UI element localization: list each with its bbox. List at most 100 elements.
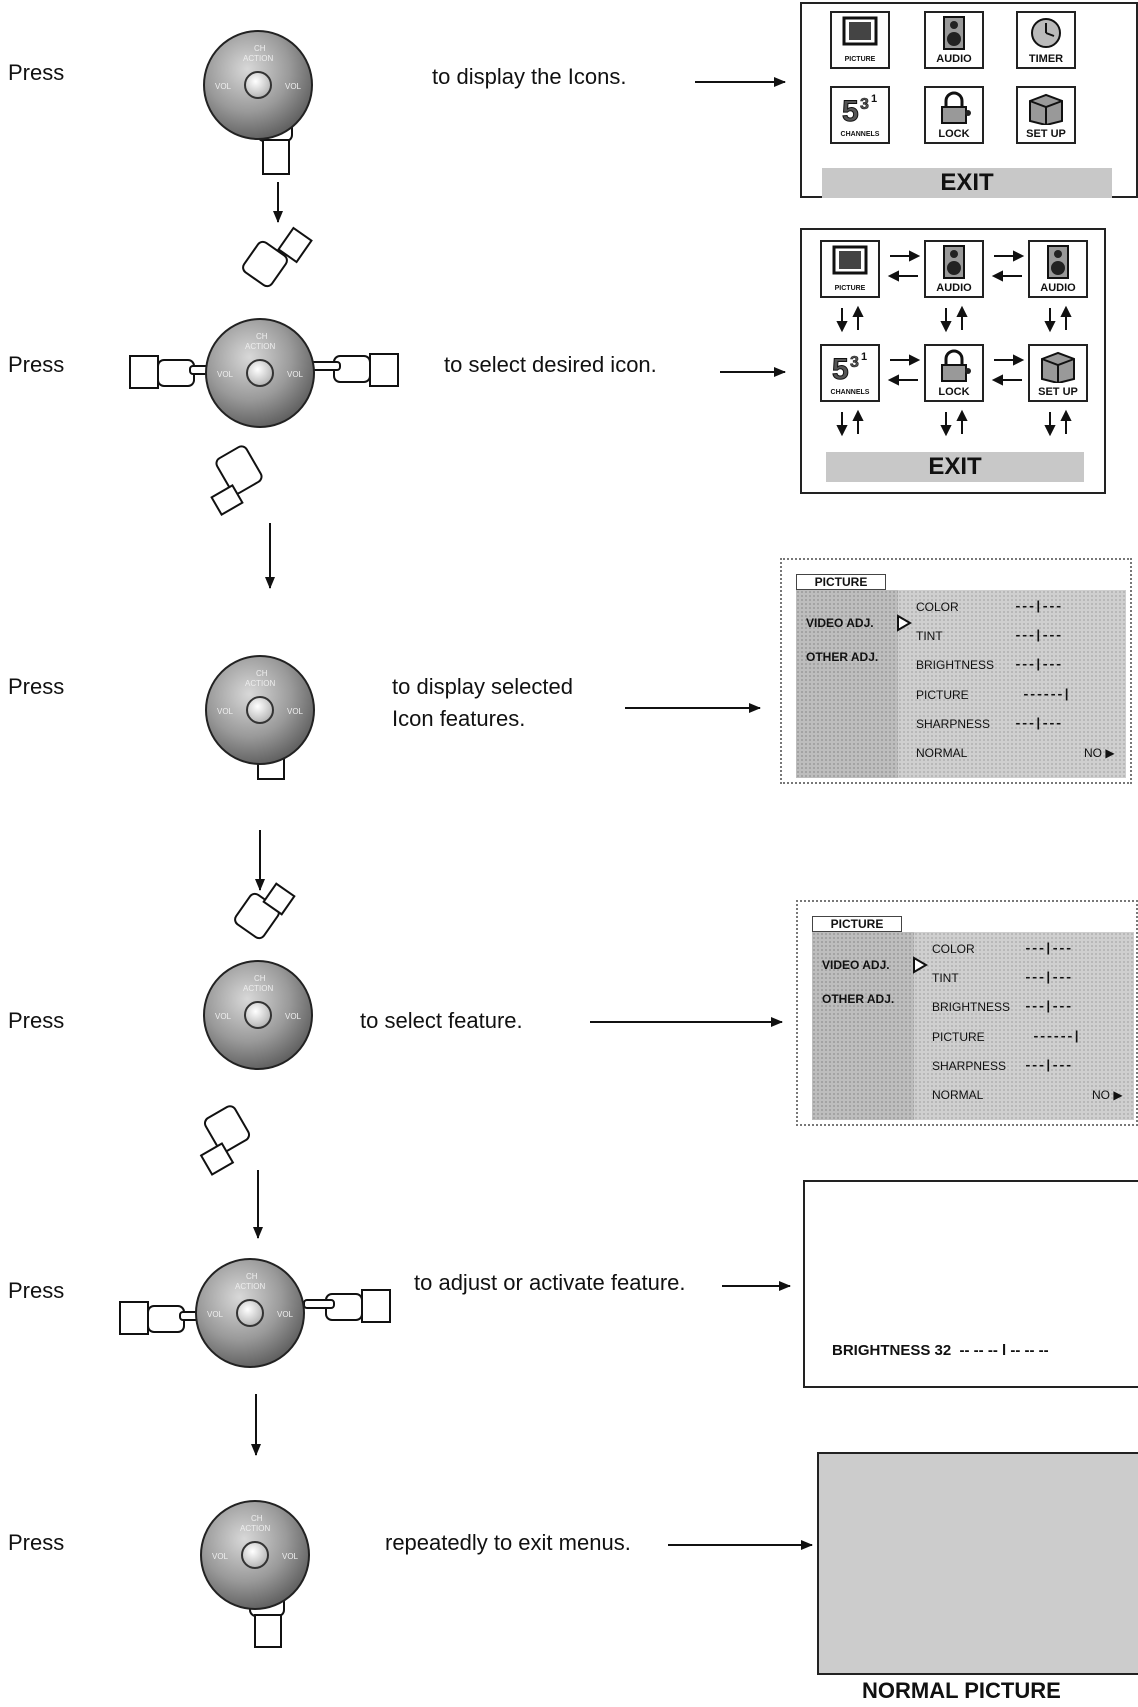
navigation-arrows-icon xyxy=(836,250,1072,437)
row-normal-label: NORMAL xyxy=(932,1088,984,1102)
row-sharpness-bar[interactable]: ---|--- xyxy=(1014,716,1063,731)
vol-left-label: VOL xyxy=(215,1012,232,1021)
row-color-bar[interactable]: ---|--- xyxy=(1024,941,1073,956)
normal-picture-caption: NORMAL PICTURE xyxy=(862,1678,1061,1703)
remote-dial-2[interactable]: CH ACTION VOL VOL xyxy=(205,318,315,428)
row-normal-label: NORMAL xyxy=(916,746,968,760)
step5-instruction: to adjust or activate feature. xyxy=(414,1270,686,1295)
hand-up-2 xyxy=(242,226,313,288)
audio-icon[interactable]: AUDIO xyxy=(924,11,984,69)
picture-tab[interactable]: PICTURE xyxy=(812,916,902,932)
remote-dial-4[interactable]: CH ACTION VOL VOL xyxy=(203,960,313,1070)
picture-menu-screen-2: PICTURE VIDEO ADJ. OTHER ADJ. COLOR ---|… xyxy=(796,900,1138,1126)
other-adj-option[interactable]: OTHER ADJ. xyxy=(822,992,895,1006)
row-tint-label: TINT xyxy=(932,971,959,985)
hand-right-5 xyxy=(303,1289,391,1323)
audio-icon[interactable]: AUDIO xyxy=(924,240,984,298)
vol-left-label: VOL xyxy=(217,370,234,379)
adjust-screen: BRIGHTNESS 32 -- -- -- l -- -- -- xyxy=(803,1180,1138,1388)
action-button[interactable] xyxy=(246,359,274,387)
row-color-bar[interactable]: ---|--- xyxy=(1014,599,1063,614)
action-button[interactable] xyxy=(244,71,272,99)
remote-dial-5[interactable]: CH ACTION VOL VOL xyxy=(195,1258,305,1368)
step2-press: Press xyxy=(8,352,65,377)
action-button[interactable] xyxy=(246,696,274,724)
svg-text:3: 3 xyxy=(860,96,869,113)
row-normal-value[interactable]: NO ▶ xyxy=(1092,1088,1123,1102)
hand-right-2 xyxy=(309,353,399,387)
step3-press: Press xyxy=(8,674,65,699)
row-normal-value[interactable]: NO ▶ xyxy=(1084,746,1115,760)
row-color-label: COLOR xyxy=(916,600,959,614)
remote-dial-6[interactable]: CH ACTION VOL VOL xyxy=(200,1500,310,1610)
vol-right-label: VOL xyxy=(285,82,302,91)
timer-icon[interactable]: TIMER xyxy=(1016,11,1076,69)
clock-icon xyxy=(1031,18,1061,48)
picture-tab[interactable]: PICTURE xyxy=(796,574,886,590)
channels-icon-label: CHANNELS xyxy=(840,131,880,138)
row-sharpness-label: SHARPNESS xyxy=(932,1059,1007,1073)
action-label: ACTION xyxy=(245,342,276,351)
action-button[interactable] xyxy=(244,1001,272,1029)
timer-icon-label: TIMER xyxy=(1028,53,1064,65)
remote-dial-1[interactable]: CH ACTION VOL VOL xyxy=(203,30,313,140)
video-adj-option[interactable]: VIDEO ADJ. xyxy=(806,616,874,630)
lock-icon[interactable]: LOCK xyxy=(924,86,984,144)
setup-icon[interactable]: SET UP xyxy=(1016,86,1076,144)
ch-label: CH xyxy=(251,1514,263,1523)
picture-icon[interactable]: PICTURE xyxy=(830,11,890,69)
svg-text:5: 5 xyxy=(842,95,859,125)
vol-left-label: VOL xyxy=(215,82,232,91)
lock-icon[interactable]: LOCK xyxy=(924,344,984,402)
svg-text:5: 5 xyxy=(832,353,849,383)
remote-dial-3[interactable]: CH ACTION VOL VOL xyxy=(205,655,315,765)
audio-icon-2[interactable]: AUDIO xyxy=(1028,240,1088,298)
setup-icon[interactable]: SET UP xyxy=(1028,344,1088,402)
padlock-icon xyxy=(941,349,971,382)
picture-icon[interactable]: PICTURE xyxy=(820,240,880,298)
svg-text:1: 1 xyxy=(861,351,867,363)
step3-instruction-line2: Icon features. xyxy=(392,706,526,731)
vol-right-label: VOL xyxy=(287,707,304,716)
tv-icon xyxy=(842,16,878,46)
selector-triangle-icon xyxy=(913,956,928,974)
step5-press: Press xyxy=(8,1278,65,1303)
lock-icon-label: LOCK xyxy=(938,386,970,398)
selector-triangle-icon xyxy=(897,614,912,632)
other-adj-option[interactable]: OTHER ADJ. xyxy=(806,650,879,664)
exit-bar[interactable]: EXIT xyxy=(826,452,1084,482)
menu-left-panel xyxy=(812,932,914,1120)
step6-instruction: repeatedly to exit menus. xyxy=(385,1530,631,1555)
svg-text:3: 3 xyxy=(850,354,859,371)
audio-icon-label: AUDIO xyxy=(936,53,972,65)
exit-bar[interactable]: EXIT xyxy=(822,168,1112,198)
row-picture-bar[interactable]: ------| xyxy=(1032,1029,1081,1044)
row-brightness-bar[interactable]: ---|--- xyxy=(1024,999,1073,1014)
menu-left-panel xyxy=(796,590,898,778)
row-picture-bar[interactable]: ------| xyxy=(1022,687,1071,702)
tv-icon xyxy=(832,245,868,275)
brightness-readout: BRIGHTNESS 32 -- -- -- l -- -- -- xyxy=(832,1342,1049,1359)
step4-press: Press xyxy=(8,1008,65,1033)
action-button[interactable] xyxy=(241,1541,269,1569)
menu-right-panel xyxy=(898,590,1126,778)
row-brightness-bar[interactable]: ---|--- xyxy=(1014,657,1063,672)
box-icon xyxy=(1029,93,1063,125)
audio-icon-label: AUDIO xyxy=(1040,282,1076,294)
step3-instruction-line1: to display selected xyxy=(392,674,573,699)
video-adj-option[interactable]: VIDEO ADJ. xyxy=(822,958,890,972)
speaker-icon xyxy=(943,16,965,50)
action-button[interactable] xyxy=(236,1299,264,1327)
action-label: ACTION xyxy=(240,1524,271,1533)
picture-icon-label: PICTURE xyxy=(834,285,866,292)
row-sharpness-bar[interactable]: ---|--- xyxy=(1024,1058,1073,1073)
ch-label: CH xyxy=(256,669,268,678)
row-tint-bar[interactable]: ---|--- xyxy=(1024,970,1073,985)
step4-instruction: to select feature. xyxy=(360,1008,523,1033)
row-tint-bar[interactable]: ---|--- xyxy=(1014,628,1063,643)
